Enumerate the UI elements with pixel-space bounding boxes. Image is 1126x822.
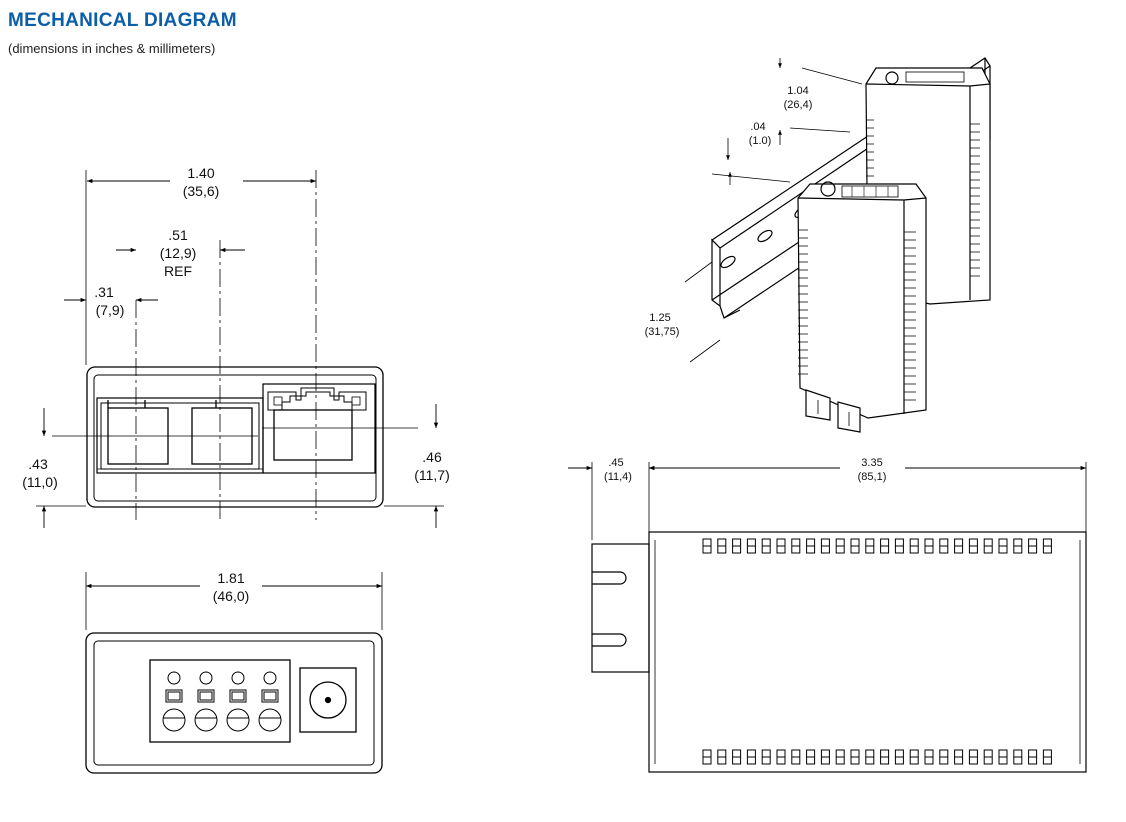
terminal-screws <box>162 671 282 732</box>
left-height-mm: (11,0) <box>22 474 58 490</box>
page-title: MECHANICAL DIAGRAM <box>8 10 237 31</box>
rear-width-mm: (46,0) <box>213 588 250 604</box>
port-pitch-mm: (12,9) <box>160 245 197 261</box>
rear-view <box>85 572 383 774</box>
isometric-view <box>711 57 991 433</box>
width-overall-mm: (35,6) <box>183 183 220 199</box>
side-length-in: 3.35 <box>861 457 882 469</box>
side-length-mm: (85,1) <box>858 471 887 483</box>
port-pitch-in: .51 <box>168 227 188 243</box>
front-dimensions <box>41 178 439 528</box>
power-jack <box>299 667 357 733</box>
isometric-dimensions <box>684 58 863 363</box>
front-dimension-labels: 1.40 (35,6) .51 (12,9) REF .31 (7,9) .43… <box>22 165 450 490</box>
terminal-block <box>149 659 291 743</box>
fiber-port-housing <box>96 397 264 474</box>
side-vents-bottom <box>702 749 1052 765</box>
side-connector <box>591 543 650 673</box>
front-body-inner <box>93 374 377 502</box>
side-view <box>591 462 1087 773</box>
side-vents-top <box>702 538 1052 554</box>
right-height-in: .46 <box>422 449 442 465</box>
front-view <box>36 170 444 520</box>
port-offset-mm: (7,9) <box>96 302 125 318</box>
iso-depth-in: 1.04 <box>787 85 808 97</box>
rear-body-outline <box>85 632 383 774</box>
page-subtitle: (dimensions in inches & millimeters) <box>8 41 216 56</box>
port-offset-in: .31 <box>94 284 114 300</box>
side-connector-mm: (11,4) <box>604 471 632 483</box>
rear-width-in: 1.81 <box>217 570 244 586</box>
side-connector-in: .45 <box>608 457 623 469</box>
front-module-vents <box>798 229 916 401</box>
left-height-in: .43 <box>28 456 48 472</box>
iso-gap-mm: (1.0) <box>749 135 772 147</box>
iso-gap-in: .04 <box>750 121 765 133</box>
iso-rail-mm: (31,75) <box>645 326 680 338</box>
right-height-mm: (11,7) <box>414 467 450 483</box>
front-body-outline <box>86 366 384 508</box>
rj45-port <box>273 409 353 461</box>
side-body-outline <box>648 531 1087 773</box>
port-pitch-note: REF <box>164 263 192 279</box>
width-overall-in: 1.40 <box>187 165 214 181</box>
iso-rail-in: 1.25 <box>649 312 670 324</box>
back-module-vents <box>866 119 980 277</box>
rj45-port-housing <box>262 383 376 474</box>
iso-depth-mm: (26,4) <box>784 99 813 111</box>
